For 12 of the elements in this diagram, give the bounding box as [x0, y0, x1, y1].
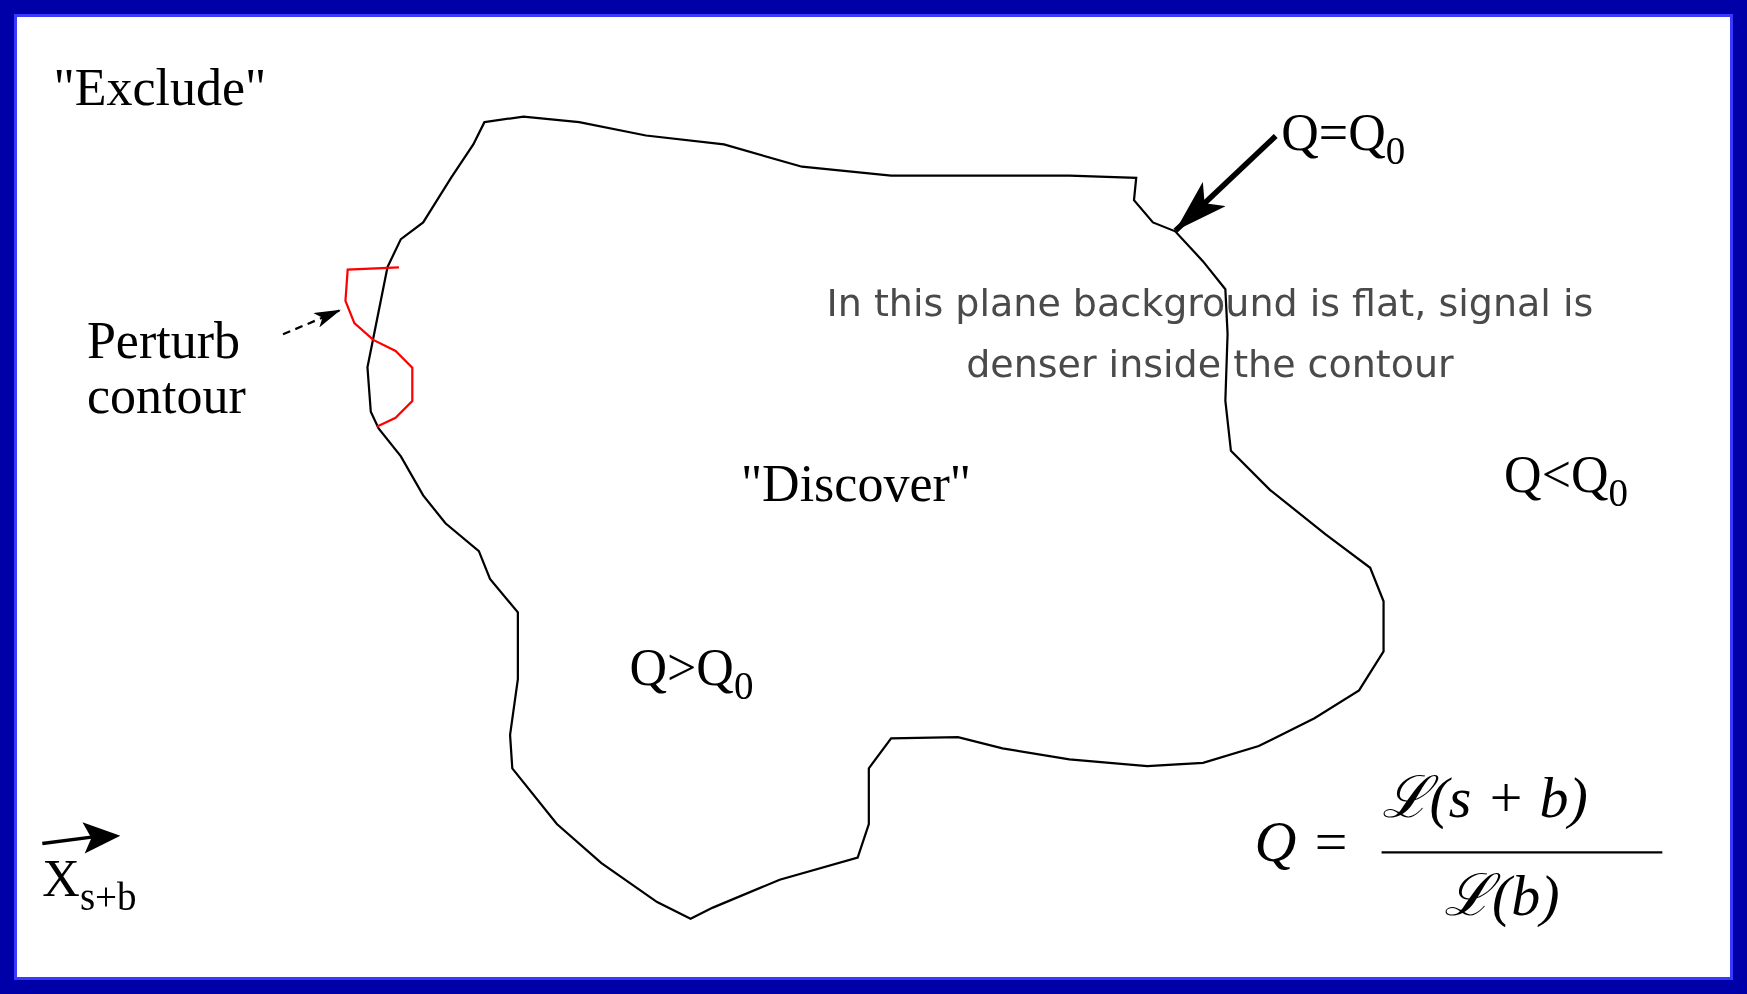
- formula-term: Q =: [1254, 813, 1351, 872]
- region-label: Q=Q$_{0}$: [1281, 105, 1406, 172]
- region-label: Perturb contour: [86, 314, 247, 424]
- formula-numerator: ℒ(s + b): [1381, 768, 1588, 827]
- formula-denominator: ℒ(b): [1443, 866, 1560, 925]
- region-label: Q>Q$_{0}$: [629, 640, 754, 707]
- region-label: "Discover": [740, 456, 972, 512]
- region-label: "Exclude": [53, 61, 267, 116]
- leader-arrow: [282, 308, 342, 336]
- pointer-arrow: [1173, 134, 1278, 233]
- variable-label: X$_{s+b}$: [42, 852, 137, 918]
- region-label: Q<Q$_{0}$: [1504, 447, 1629, 514]
